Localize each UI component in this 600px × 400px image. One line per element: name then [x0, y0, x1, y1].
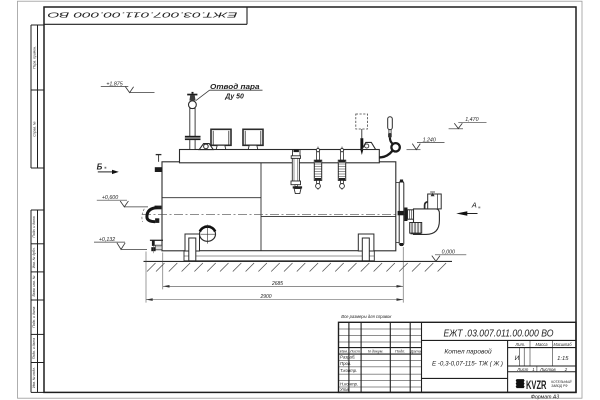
svg-text:Все размеры для справок: Все размеры для справок [341, 314, 392, 320]
svg-text:Б: Б [97, 162, 103, 171]
svg-text:Е -0,3-0,07-115- ТЖ ( Ж ): Е -0,3-0,07-115- ТЖ ( Ж ) [432, 361, 503, 368]
svg-text:Подп.: Подп. [395, 349, 405, 354]
svg-text:Пров.: Пров. [340, 361, 351, 366]
svg-text:2: 2 [564, 367, 568, 372]
svg-text:Инв. № дубл.: Инв. № дубл. [32, 247, 36, 268]
svg-text:Изм.: Изм. [340, 349, 348, 354]
svg-text:+0,600: +0,600 [102, 195, 118, 201]
svg-text:Справ. №: Справ. № [33, 121, 37, 137]
svg-text:Отвод пара: Отвод пара [210, 83, 260, 91]
svg-text:Подп. и дата: Подп. и дата [32, 306, 36, 327]
svg-text:Лист: Лист [349, 349, 361, 354]
svg-text:Лист: Лист [516, 367, 528, 372]
svg-text:Котел паровой: Котел паровой [444, 348, 492, 356]
svg-text:И: И [515, 355, 520, 362]
svg-text:1,240: 1,240 [423, 138, 436, 144]
svg-text:2900: 2900 [259, 294, 271, 300]
svg-text:ЕЖТ .03.007.011.00.000 ВО: ЕЖТ .03.007.011.00.000 ВО [444, 328, 554, 340]
svg-text:А: А [471, 200, 477, 209]
svg-text:+0,132: +0,132 [99, 237, 115, 243]
svg-text:Разраб.: Разраб. [340, 354, 356, 359]
svg-text:Лит.: Лит. [515, 342, 526, 347]
svg-text:+1,875: +1,875 [106, 81, 122, 87]
svg-text:N докум.: N докум. [368, 349, 384, 354]
svg-text:Перв. примен.: Перв. примен. [33, 46, 37, 69]
svg-text:1:15: 1:15 [557, 356, 569, 362]
svg-text:ЕЖТ.03.007.011.00.000 ВО: ЕЖТ.03.007.011.00.000 ВО [47, 11, 237, 20]
svg-text:Взам. инв. №: Взам. инв. № [32, 275, 36, 296]
svg-text:Подп. и дата: Подп. и дата [32, 338, 36, 359]
svg-text:Листов: Листов [539, 367, 556, 372]
svg-text:0,000: 0,000 [442, 250, 455, 256]
svg-text:KVZR: KVZR [526, 378, 547, 392]
svg-text:Ду 50: Ду 50 [224, 94, 244, 101]
svg-text:1: 1 [532, 367, 535, 372]
svg-text:1,470: 1,470 [465, 117, 478, 123]
svg-text:2685: 2685 [271, 281, 283, 287]
svg-text:Формат А3: Формат А3 [531, 395, 559, 400]
svg-text:КОТЕЛЬНЫЙ: КОТЕЛЬНЫЙ [551, 380, 572, 384]
svg-text:Подп. и дата: Подп. и дата [32, 216, 36, 237]
svg-text:Инв. № подл.: Инв. № подл. [32, 367, 36, 388]
svg-text:Н.контр.: Н.контр. [340, 381, 358, 386]
svg-text:Масса: Масса [535, 342, 548, 347]
svg-text:ЗАВОД РФ: ЗАВОД РФ [551, 384, 568, 388]
svg-text:Т.контр.: Т.контр. [340, 368, 357, 373]
svg-text:Масштаб: Масштаб [554, 342, 573, 347]
svg-text:Дата: Дата [410, 349, 422, 354]
svg-text:Утв.: Утв. [340, 387, 350, 392]
